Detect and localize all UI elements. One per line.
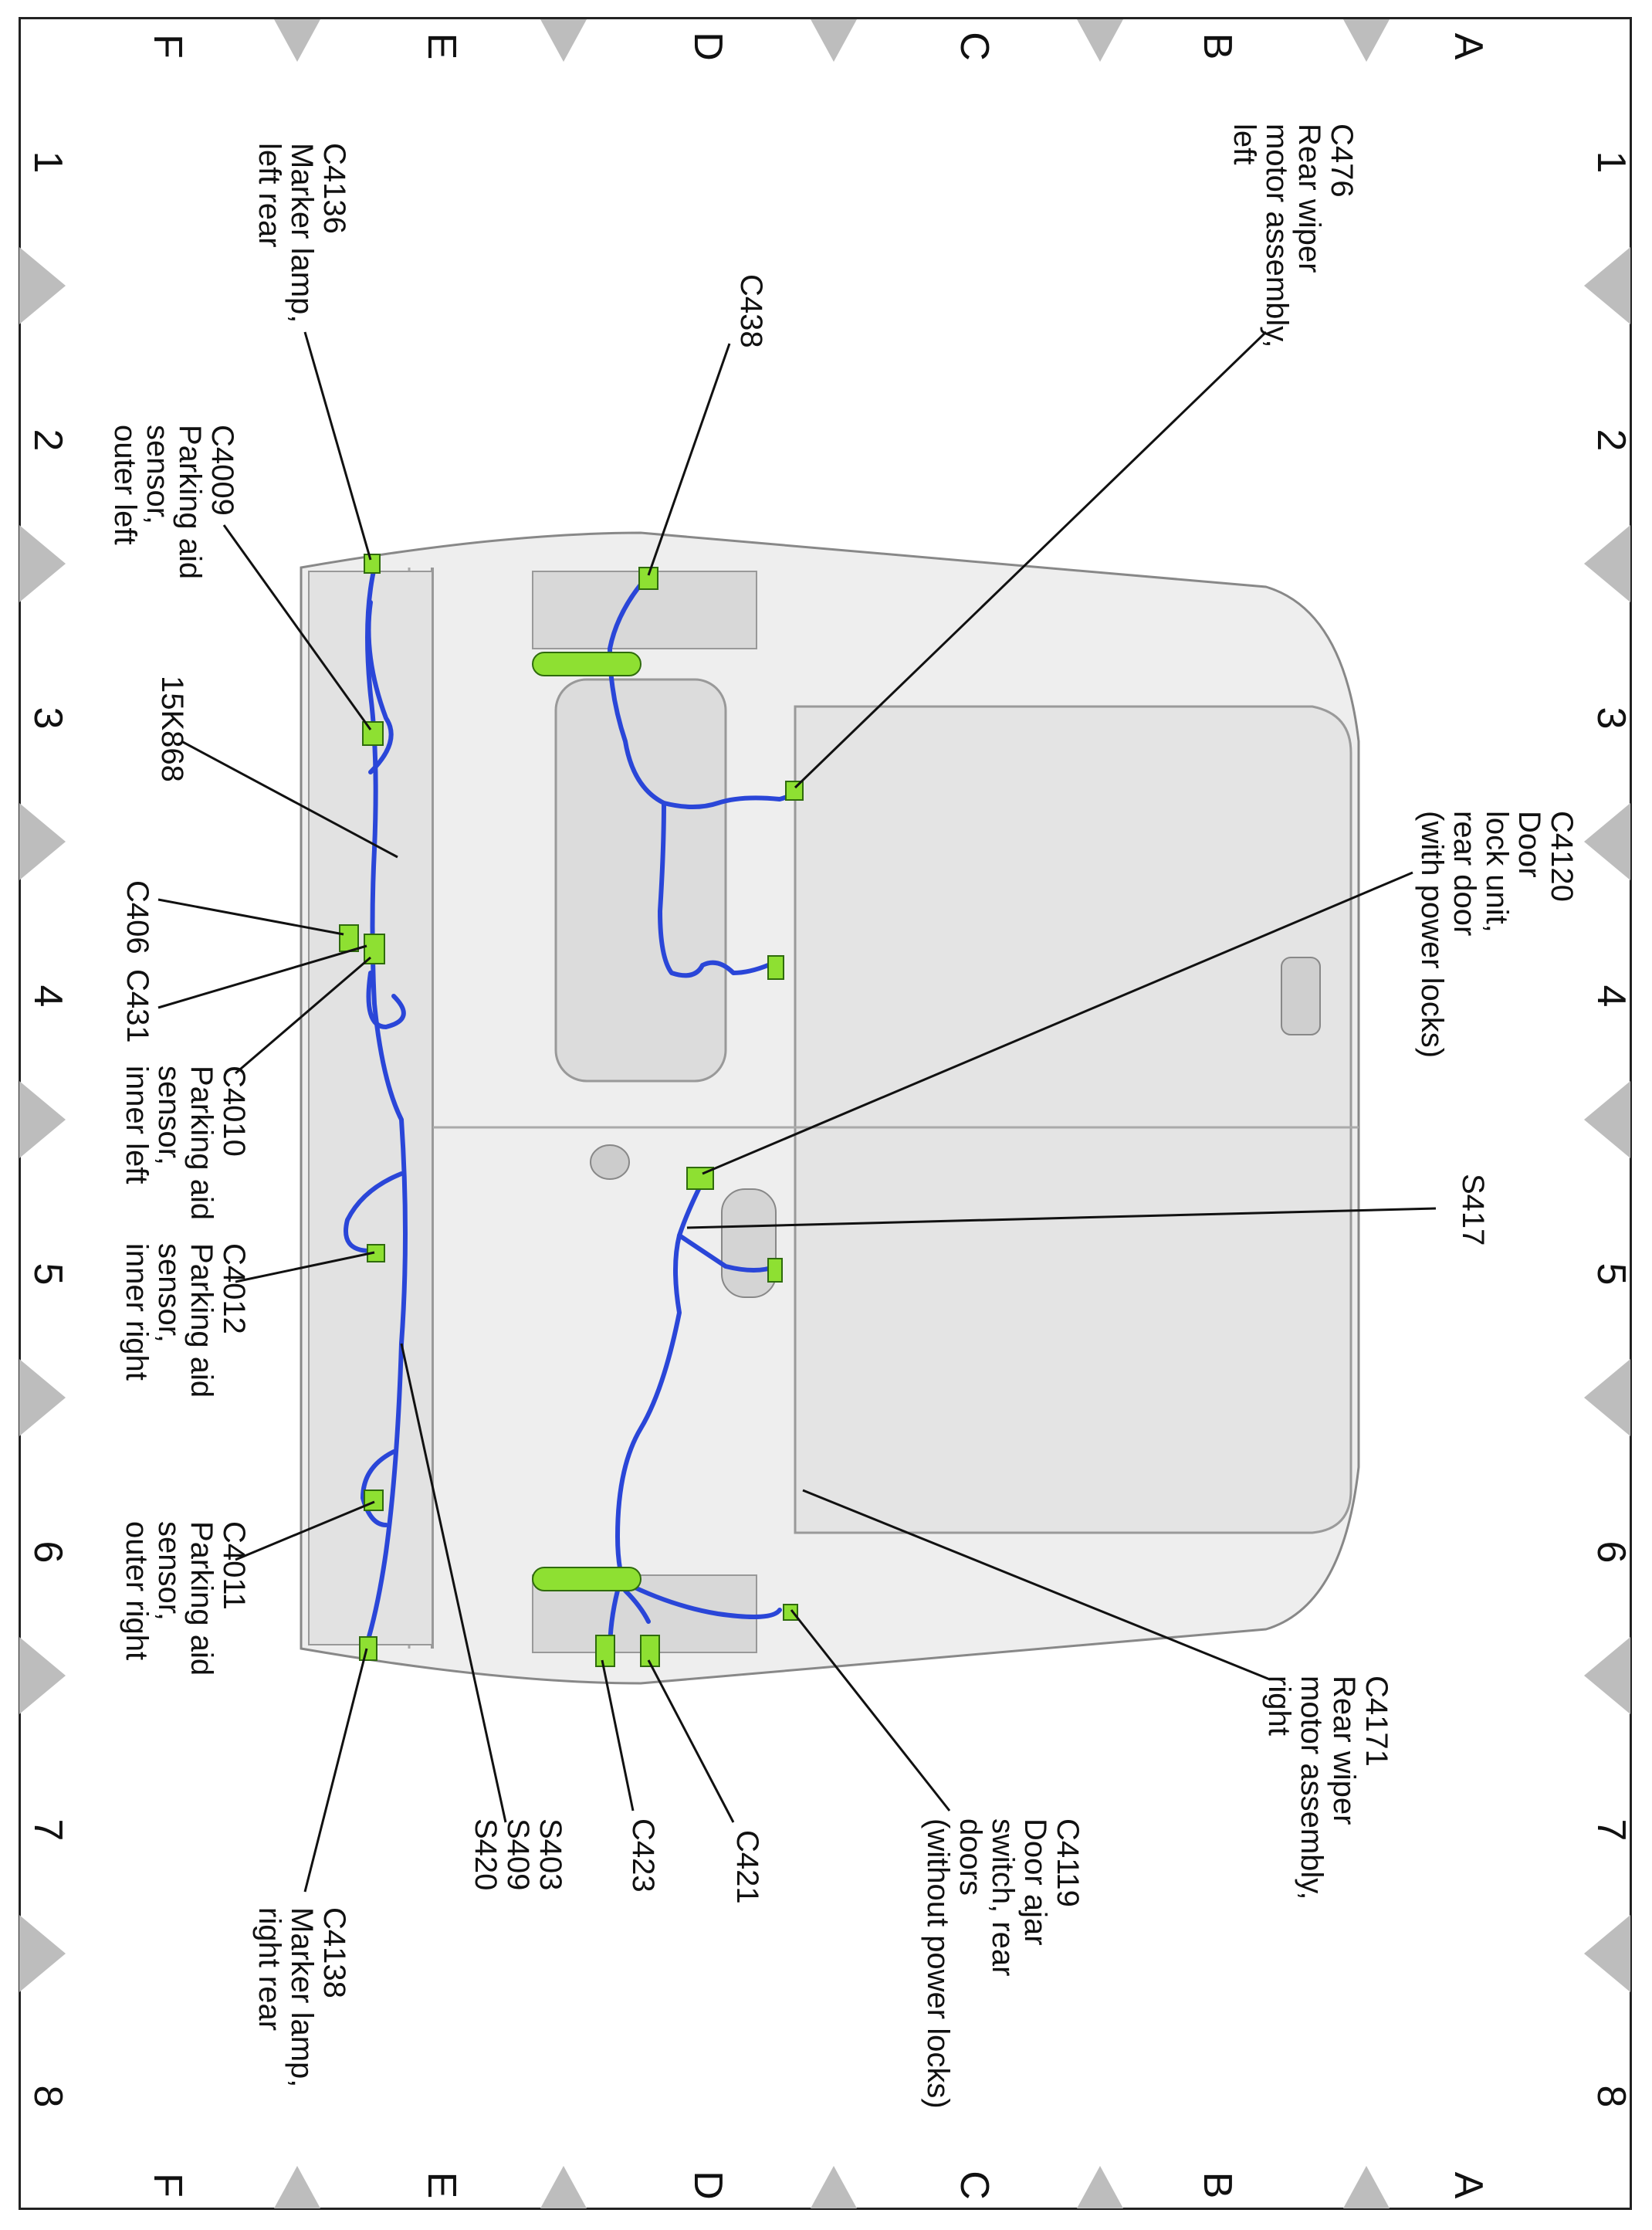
callout-c423: C423 bbox=[626, 1818, 660, 1893]
connector-c4119 bbox=[783, 1604, 798, 1621]
leader-c4119 bbox=[790, 1609, 951, 1811]
leader-15k868 bbox=[181, 740, 398, 859]
grid-row-label: 6 bbox=[25, 1541, 70, 1564]
callout-s403-s409-s420: S403 S409 S420 bbox=[469, 1818, 567, 1900]
leader-c423 bbox=[601, 1659, 635, 1811]
callout-c406: C406 bbox=[120, 880, 154, 954]
grid-row-label: 5 bbox=[1589, 1263, 1633, 1286]
door-hinges bbox=[532, 652, 642, 1591]
grid-row-label: 3 bbox=[25, 707, 70, 730]
grid-col-label: F bbox=[145, 34, 190, 59]
callout-c4009: C4009 Parking aid sensor, outer left bbox=[108, 425, 239, 588]
callout-c4138: C4138 Marker lamp, right rear bbox=[252, 1907, 351, 2096]
leader-c4120 bbox=[702, 871, 1413, 1175]
grid-col-label: A bbox=[1446, 33, 1491, 60]
grid-row-label: 2 bbox=[25, 429, 70, 452]
connectors bbox=[339, 554, 804, 1667]
connector-c476 bbox=[785, 781, 804, 801]
callout-c4119: C4119 Door ajar switch, rear doors (with… bbox=[921, 1818, 1085, 2109]
leader-s417 bbox=[686, 1207, 1437, 1229]
connector-15k868-splice bbox=[767, 955, 784, 980]
grid-row-label: 7 bbox=[25, 1819, 70, 1842]
callout-c431: C431 bbox=[120, 969, 154, 1043]
callout-c438: C438 bbox=[734, 274, 768, 348]
callout-c4171: C4171 Rear wiper motor assembly, right bbox=[1262, 1676, 1393, 1909]
callout-c4136: C4136 Marker lamp, left rear bbox=[252, 143, 351, 332]
grid-row-labels-right: 1 2 3 4 5 6 7 8 bbox=[1589, 151, 1633, 2108]
callout-c4012: C4012 Parking aid sensor, inner right bbox=[120, 1243, 251, 1406]
connector-c4138 bbox=[359, 1636, 377, 1661]
callout-c476: C476 Rear wiper motor assembly, left bbox=[1227, 124, 1359, 357]
connector-c406 bbox=[339, 924, 359, 952]
grid-row-label: 5 bbox=[25, 1263, 70, 1286]
leader-s403 bbox=[400, 1343, 507, 1823]
leader-c4138 bbox=[303, 1648, 368, 1893]
leader-c4171 bbox=[802, 1489, 1271, 1681]
callout-c421: C421 bbox=[730, 1830, 764, 1904]
grid-col-label: F bbox=[145, 2173, 190, 2198]
leader-c4009 bbox=[222, 524, 372, 730]
grid-row-label: 4 bbox=[1589, 985, 1633, 1008]
leader-c406 bbox=[157, 898, 344, 936]
callout-c4120: C4120 Door lock unit, rear door (with po… bbox=[1415, 811, 1579, 1058]
callout-15k868: 15K868 bbox=[155, 676, 189, 782]
connector-c4136 bbox=[364, 554, 381, 574]
grid-row-label: 4 bbox=[25, 985, 70, 1008]
leader-c476 bbox=[794, 330, 1268, 789]
grid-row-label: 6 bbox=[1589, 1541, 1633, 1564]
grid-row-label: 8 bbox=[1589, 2086, 1633, 2108]
grid-col-label: C bbox=[952, 32, 997, 61]
grid-col-label: B bbox=[1195, 2172, 1240, 2199]
vehicle-rear-doors bbox=[300, 531, 1360, 1685]
grid-col-label: E bbox=[419, 33, 464, 60]
grid-row-label: 1 bbox=[25, 151, 70, 174]
connector-c4009 bbox=[362, 721, 384, 746]
leader-c4012 bbox=[235, 1251, 375, 1283]
grid-col-label: E bbox=[419, 2172, 464, 2199]
callout-c4010: C4010 Parking aid sensor, inner left bbox=[120, 1066, 251, 1229]
connector-door-switch bbox=[767, 1258, 783, 1283]
connector-c4011 bbox=[364, 1489, 384, 1511]
grid-col-label: A bbox=[1446, 2172, 1491, 2199]
grid-col-label: C bbox=[952, 2171, 997, 2200]
grid-row-label: 7 bbox=[1589, 1819, 1633, 1842]
grid-markers bbox=[19, 19, 1630, 2208]
leader-c4011 bbox=[235, 1500, 375, 1561]
leader-c4010 bbox=[235, 956, 371, 1075]
leader-c431 bbox=[157, 944, 367, 1009]
callout-s417: S417 bbox=[1456, 1174, 1490, 1245]
grid-col-label: D bbox=[686, 32, 730, 61]
leader-c4136 bbox=[303, 331, 372, 561]
grid-row-label: 3 bbox=[1589, 707, 1633, 730]
leader-c421 bbox=[647, 1659, 735, 1823]
grid-row-label: 2 bbox=[1589, 429, 1633, 452]
connector-c423 bbox=[595, 1635, 615, 1667]
grid-row-label: 1 bbox=[1589, 151, 1633, 174]
leader-c438 bbox=[647, 343, 731, 576]
callout-c4011: C4011 Parking aid sensor, outer right bbox=[120, 1521, 251, 1684]
callout-labels: C476 Rear wiper motor assembly, left C43… bbox=[108, 124, 1579, 2109]
leader-lines bbox=[157, 330, 1437, 1893]
connector-c438 bbox=[638, 567, 658, 590]
grid-column-labels-bottom: A B C D E F bbox=[145, 2171, 1491, 2200]
grid-row-label: 8 bbox=[25, 2086, 70, 2108]
grid-column-labels-top: A B C D E F bbox=[145, 32, 1491, 61]
grid-col-label: D bbox=[686, 2171, 730, 2200]
grid-row-labels-left: 1 2 3 4 5 6 7 8 bbox=[25, 151, 70, 2108]
grid-col-label: B bbox=[1195, 33, 1240, 60]
